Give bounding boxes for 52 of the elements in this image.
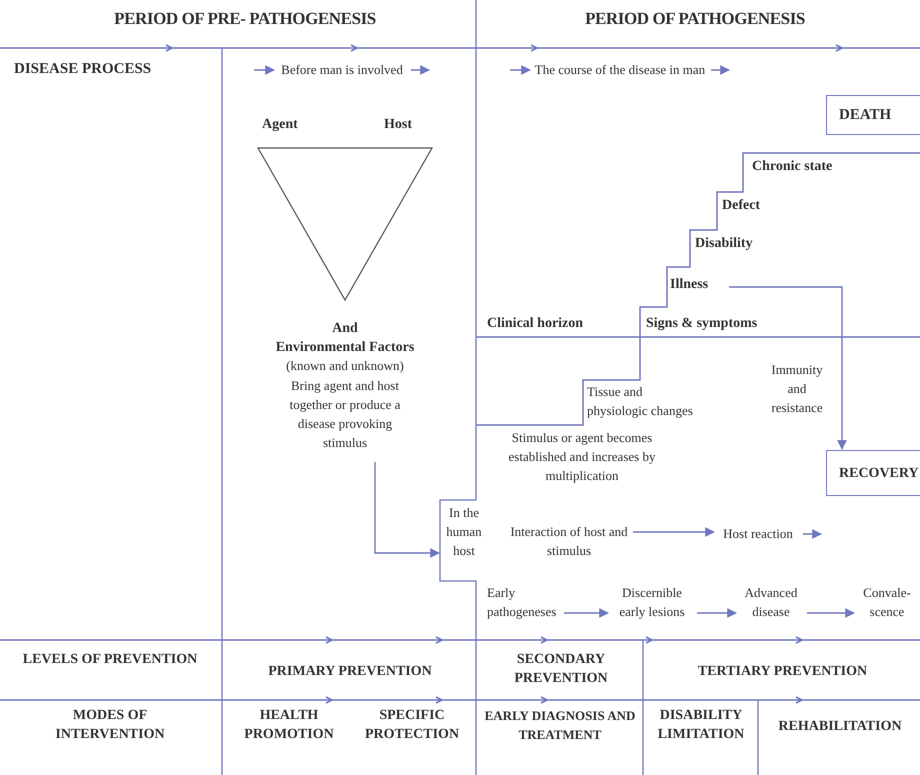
note-text: (known and unknown): [285, 357, 405, 375]
arrow: [729, 286, 847, 450]
stage-label: Disability: [695, 235, 754, 253]
mode-label: DISABILITY LIMITATION: [656, 707, 746, 744]
stage-label: Illness: [670, 274, 726, 295]
arrow: [374, 462, 440, 558]
arrow: [254, 65, 275, 75]
level-label: SECONDARY PREVENTION: [513, 651, 609, 688]
arrow: [803, 529, 822, 539]
stage-label: Signs & symptoms: [646, 315, 758, 333]
arrow: [633, 527, 715, 537]
process-text: Before man is involved: [278, 60, 406, 80]
arrow: [697, 608, 737, 618]
process-text: Discernible early lesions: [612, 583, 692, 621]
outcome-box: [826, 95, 920, 135]
arrow: [411, 65, 430, 75]
process-text: Host reaction: [718, 524, 798, 543]
stage-label: Immunity and resistance: [770, 361, 824, 417]
mode-label: HEALTH PROMOTION: [243, 707, 335, 744]
process-text: Convale- scence: [858, 583, 916, 621]
process-text: Interaction of host and stimulus: [510, 522, 628, 560]
arrow: [510, 65, 531, 75]
arrow: [711, 65, 730, 75]
triad-label: Agent: [262, 116, 299, 134]
horizon-label: Clinical horizon: [487, 315, 584, 333]
stage-label: Tissue and physiologic changes: [587, 383, 694, 420]
triad-label: Environmental Factors: [274, 339, 416, 357]
triad-label: And: [331, 320, 359, 338]
outcome-label: DEATH: [839, 106, 892, 125]
process-text: Bring agent and host together or produce a disease provoking stimulus: [287, 376, 403, 452]
mode-label: REHABILITATION: [777, 718, 903, 736]
period-heading: PERIOD OF PRE- PATHOGENESIS: [113, 8, 377, 30]
mode-label: EARLY DIAGNOSIS AND TREATMENT: [484, 707, 636, 744]
stage-label: Stimulus or agent becomes established and increases by multiplication: [508, 429, 656, 485]
process-text: The course of the disease in man: [534, 60, 706, 80]
stage-label: Chronic state: [752, 158, 834, 176]
outcome-label: RECOVERY: [839, 464, 919, 482]
arrow: [807, 608, 855, 618]
outcome-box: [826, 450, 920, 496]
level-label: TERTIARY PREVENTION: [696, 663, 868, 681]
row-heading: MODES OF INTERVENTION: [54, 707, 166, 744]
level-label: PRIMARY PREVENTION: [267, 663, 433, 681]
row-heading: LEVELS OF PREVENTION: [22, 651, 198, 669]
process-text: Early pathogeneses: [487, 583, 559, 621]
stage-label: Defect: [722, 197, 762, 215]
row-heading: DISEASE PROCESS: [14, 60, 152, 79]
process-text: Advanced disease: [740, 583, 802, 621]
period-heading: PERIOD OF PATHOGENESIS: [584, 8, 806, 30]
process-text: In the human host: [440, 503, 484, 560]
arrow: [564, 608, 609, 618]
triad-label: Host: [384, 116, 413, 134]
mode-label: SPECIFIC PROTECTION: [364, 707, 460, 744]
